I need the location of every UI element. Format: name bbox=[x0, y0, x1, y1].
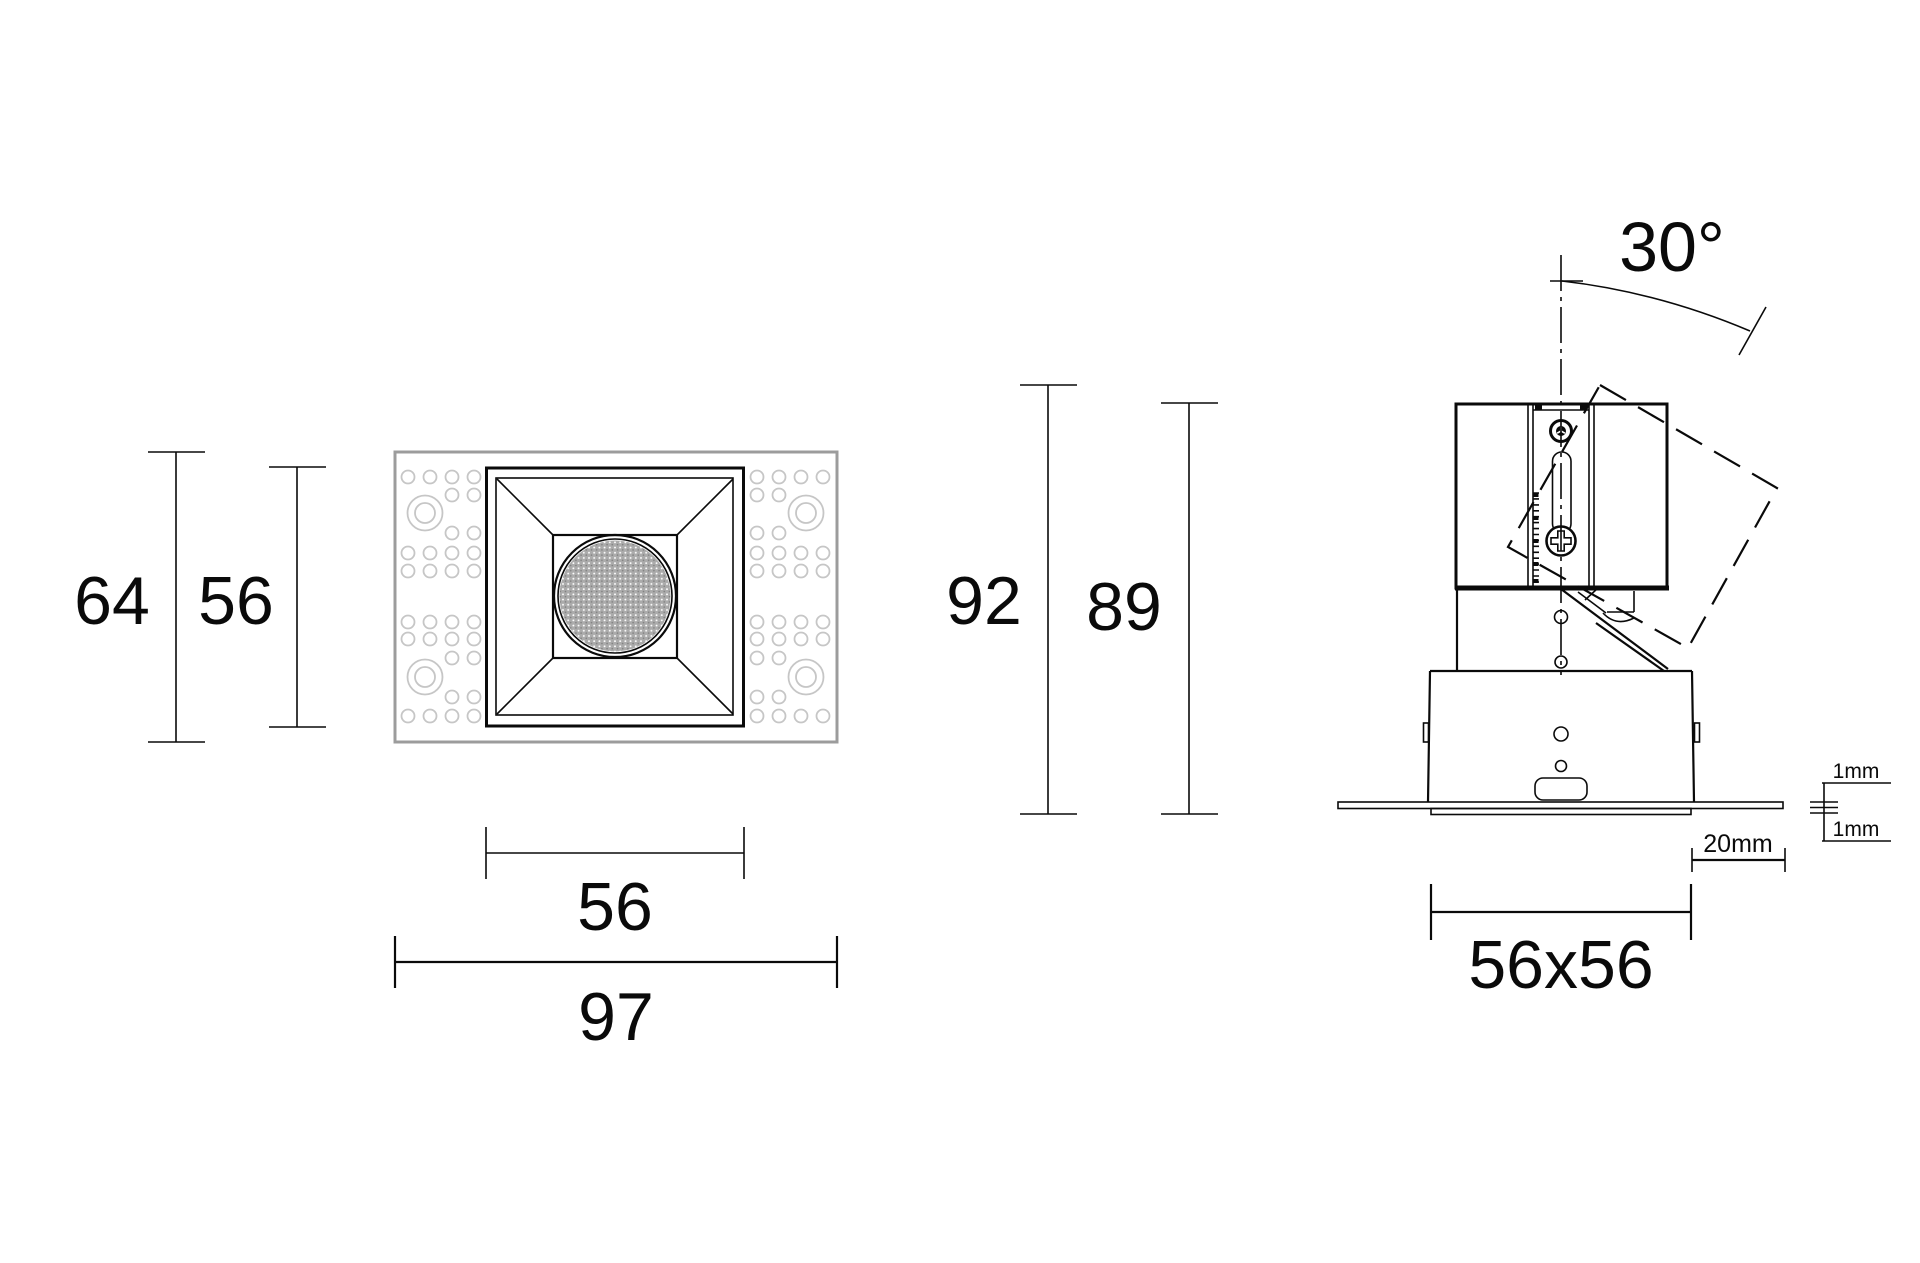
cable-slot bbox=[1534, 777, 1588, 801]
dim-module-height: 56 bbox=[198, 466, 326, 728]
dim-height-tilted: 92 bbox=[946, 384, 1077, 815]
ceiling-flange bbox=[1337, 801, 1784, 810]
dim-cutout: 56x56 bbox=[1429, 884, 1693, 1003]
dim-offset-20mm: 20mm bbox=[1691, 830, 1786, 872]
dim-module-width: 56 bbox=[485, 827, 745, 945]
recessed-can bbox=[1422, 669, 1701, 803]
tilted-position-outline bbox=[1506, 383, 1779, 650]
dim-label-56-horizontal: 56 bbox=[577, 869, 653, 945]
front-dimensions: 64 56 56 97 bbox=[74, 451, 839, 1055]
dim-label-56x56: 56x56 bbox=[1468, 927, 1653, 1003]
mid-section bbox=[1455, 587, 1669, 672]
angle-scale-ruler bbox=[1533, 492, 1539, 583]
dim-overall-width: 97 bbox=[393, 936, 839, 1055]
dim-label-1mm-bottom: 1mm bbox=[1833, 818, 1880, 841]
dim-label-56-vertical: 56 bbox=[198, 563, 274, 639]
dim-label-92: 92 bbox=[946, 563, 1022, 639]
dim-label-97: 97 bbox=[578, 979, 654, 1055]
dim-label-30deg: 30° bbox=[1619, 208, 1725, 286]
trim-ring bbox=[1430, 807, 1692, 816]
dim-tilt-angle: 30° bbox=[1550, 208, 1767, 356]
front-view bbox=[393, 450, 839, 744]
dim-overall-height: 64 bbox=[74, 451, 205, 743]
dim-label-1mm-top: 1mm bbox=[1833, 760, 1880, 783]
dim-label-64: 64 bbox=[74, 563, 150, 639]
side-dimensions: 92 89 30° 56x56 20mm bbox=[946, 208, 1891, 1003]
adjustment-channel bbox=[1527, 404, 1595, 586]
dim-height-upright: 89 bbox=[1086, 402, 1218, 815]
lens bbox=[552, 533, 678, 659]
dim-label-20mm: 20mm bbox=[1703, 830, 1772, 858]
dim-flange-gaps: 1mm 1mm bbox=[1810, 760, 1891, 842]
dim-label-89: 89 bbox=[1086, 569, 1162, 645]
side-view bbox=[1337, 255, 1784, 816]
